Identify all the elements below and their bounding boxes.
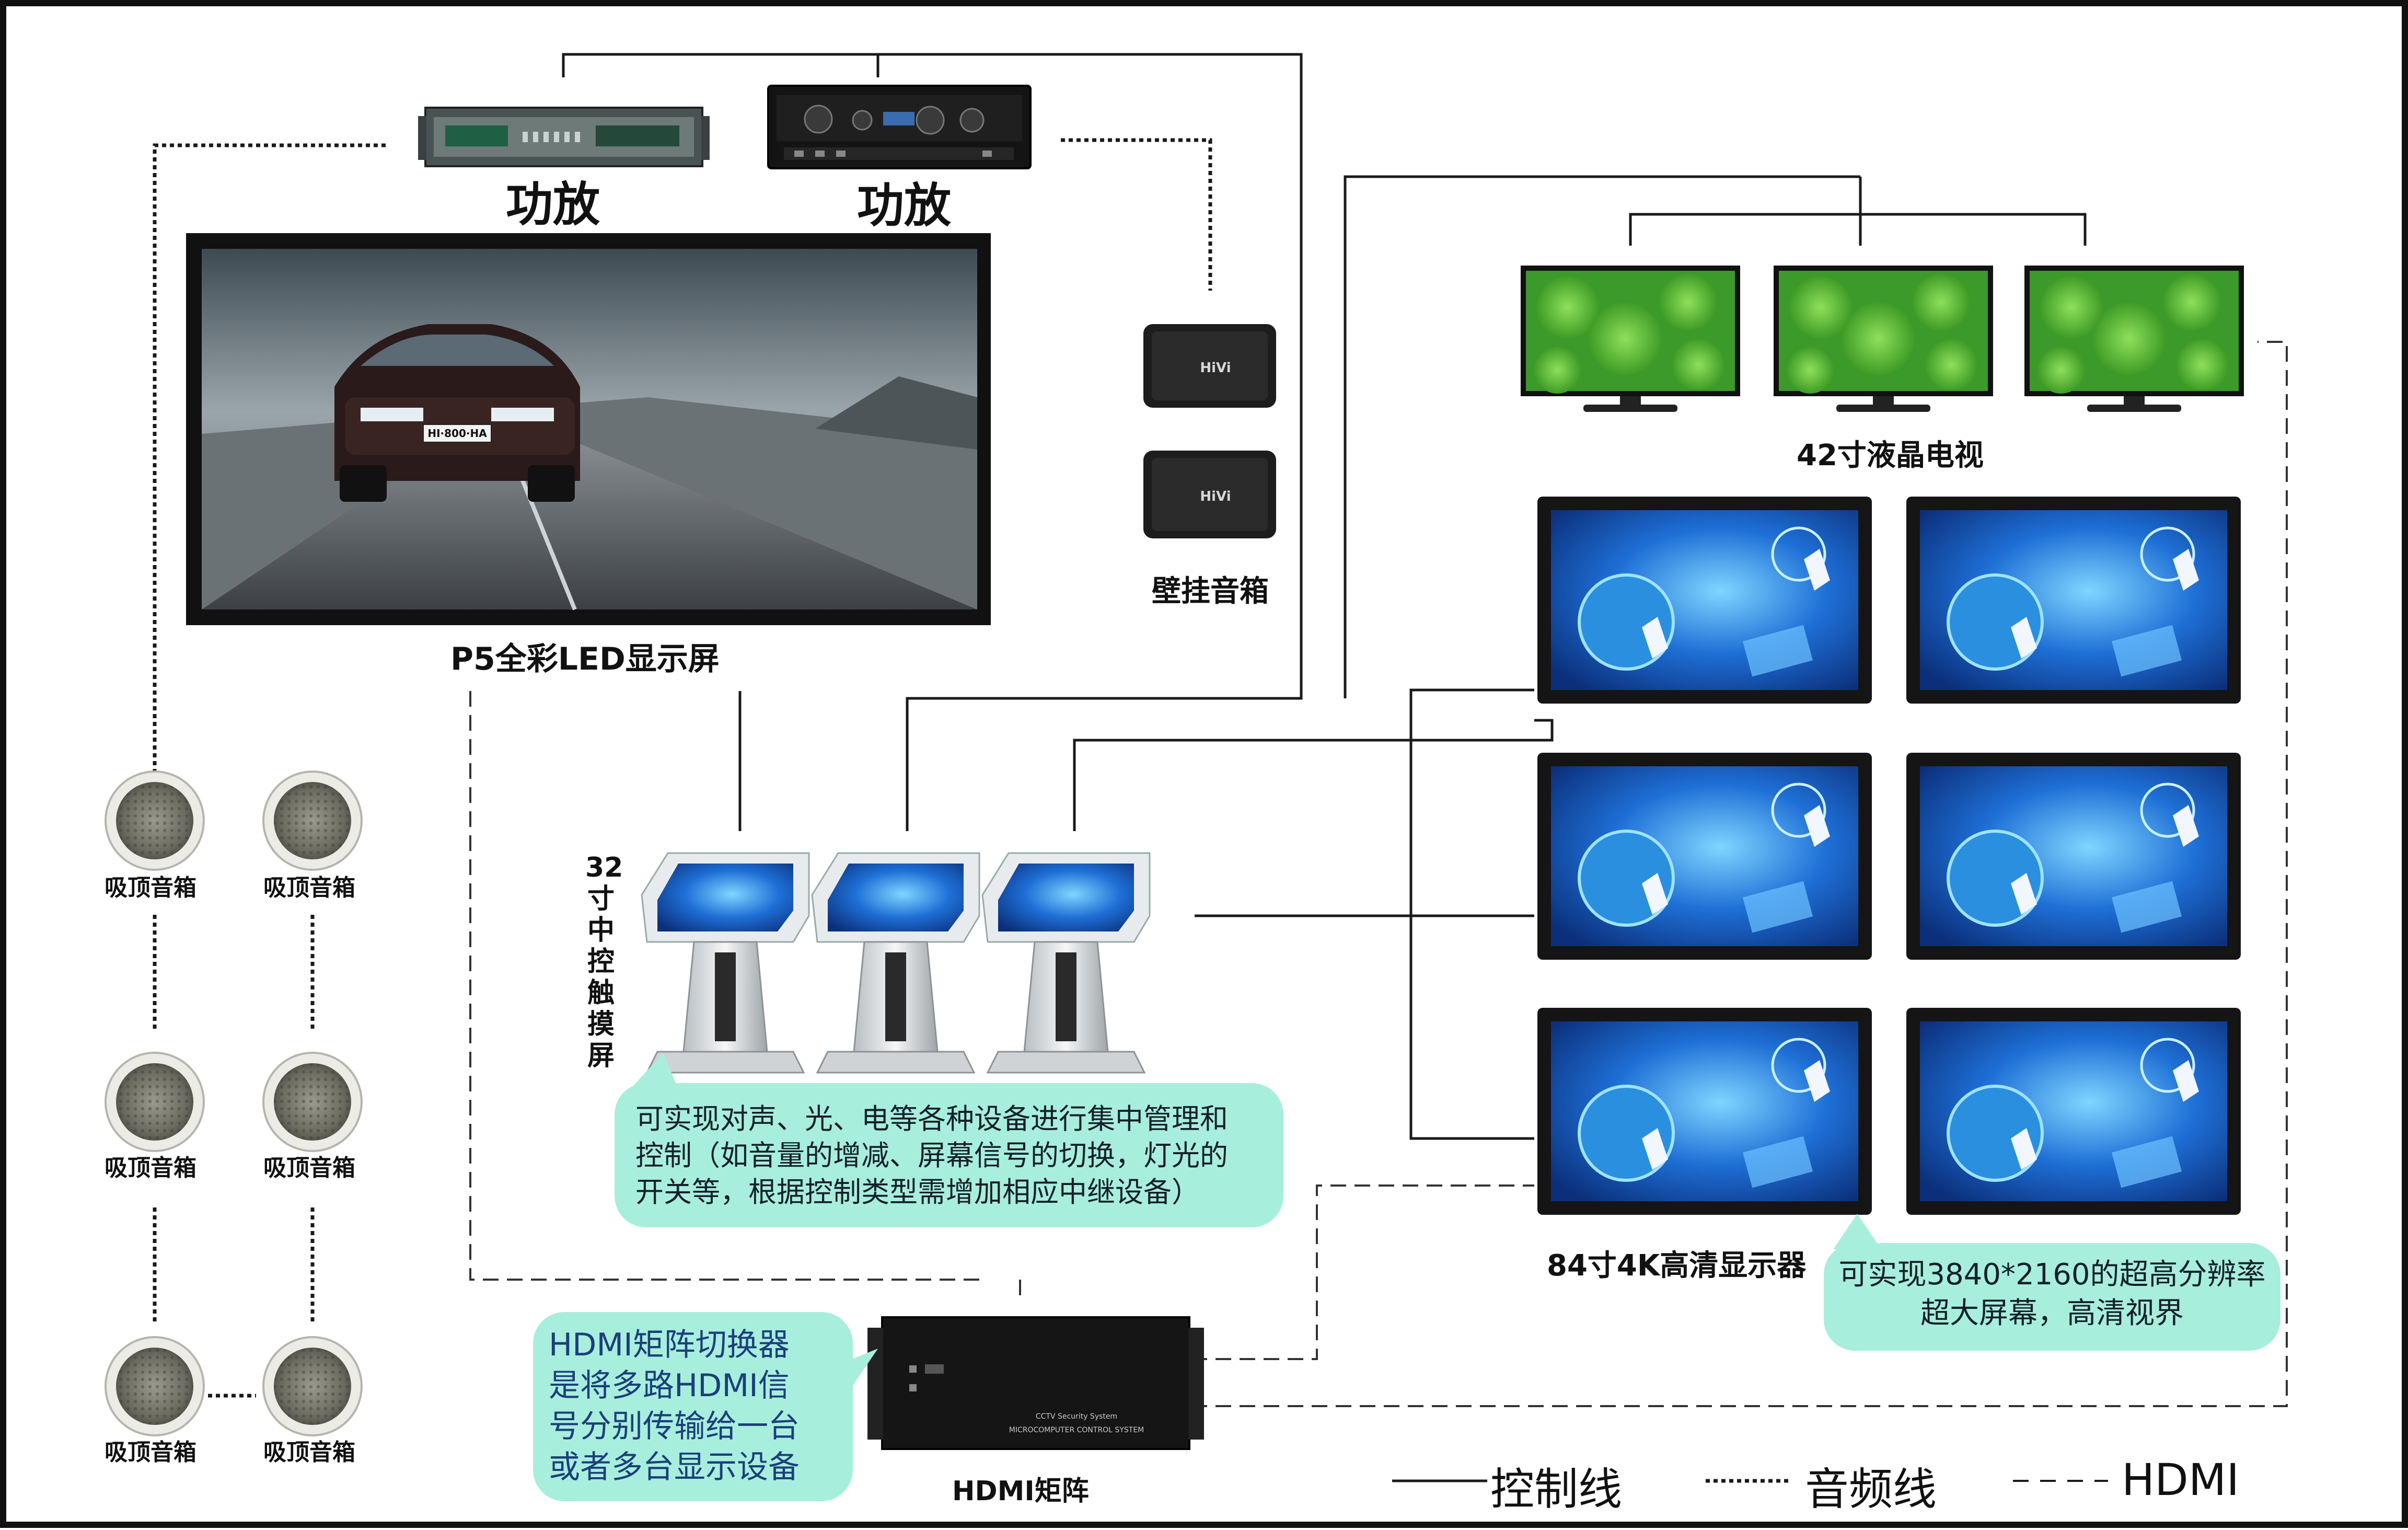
- legend-control-label: 控制线: [1490, 1464, 1623, 1515]
- hd-display: [1537, 497, 1872, 704]
- wall-speaker-brand: HiVi: [1200, 360, 1231, 376]
- amplifier-1-label: 功放: [506, 177, 600, 232]
- lcd-tv: [1774, 266, 1993, 412]
- touch-note-line: 可实现对声、光、电等各种设备进行集中管理和: [635, 1102, 1228, 1135]
- ceiling-speaker-label: 吸顶音箱: [263, 1155, 355, 1181]
- ceiling-speaker-label: 吸顶音箱: [105, 1155, 196, 1181]
- hd-display: [1537, 753, 1872, 960]
- display-note-line: 超大屏幕，高清视界: [1920, 1296, 2184, 1330]
- led-screen-label: P5全彩LED显示屏: [450, 641, 720, 677]
- ceiling-speaker-label: 吸顶音箱: [263, 875, 355, 901]
- ceiling-speaker: [105, 770, 205, 871]
- hdmi-matrix-device: CCTV Security System MICROCOMPUTER CONTR…: [867, 1316, 1204, 1450]
- matrix-panel-line-2: MICROCOMPUTER CONTROL SYSTEM: [1009, 1426, 1144, 1434]
- display-label: 84寸4K高清显示器: [1547, 1249, 1807, 1283]
- touch-kiosk: [641, 852, 810, 1074]
- ceiling-speaker: [105, 1052, 205, 1152]
- ceiling-speaker: [262, 1052, 363, 1152]
- car-plate: HI·800·HA: [427, 427, 487, 440]
- tv-label: 42寸液晶电视: [1797, 439, 1984, 473]
- hd-display: [1906, 497, 2241, 704]
- matrix-note-line: 是将多路HDMI信: [549, 1367, 790, 1404]
- display-note-tail: [1833, 1214, 1881, 1249]
- matrix-note-tail: [847, 1349, 878, 1395]
- amplifier-2-label: 功放: [857, 178, 951, 233]
- control-lines: [562, 53, 2087, 1140]
- amplifier-2: [767, 85, 1032, 169]
- wall-speaker-brand: HiVi: [1200, 489, 1231, 504]
- legend-audio-label: 音频线: [1805, 1464, 1937, 1515]
- touch-note-tail: [627, 1053, 679, 1092]
- ceiling-speaker: [262, 1336, 363, 1436]
- hdmi-matrix-note: HDMI矩阵切换器 是将多路HDMI信 号分别传输给一台 或者多台显示设备: [533, 1312, 853, 1501]
- touch-kiosk-group: [641, 852, 1151, 1074]
- matrix-note-line: HDMI矩阵切换器: [549, 1327, 790, 1363]
- matrix-panel-line-1: CCTV Security System: [1036, 1412, 1117, 1421]
- touch-kiosk: [981, 852, 1151, 1074]
- display-wall: [1537, 497, 2241, 1215]
- touch-screen-label: 32寸中控触摸屏: [585, 852, 623, 1072]
- car: HI·800·HA: [334, 324, 580, 502]
- display-resolution-note: 可实现3840*2160的超高分辨率 超大屏幕，高清视界: [1824, 1243, 2280, 1351]
- legend-hdmi-label: HDMI: [2122, 1454, 2240, 1505]
- lcd-tv: [2024, 266, 2244, 412]
- lcd-tv: [1521, 266, 1740, 412]
- amplifier-1: [418, 107, 710, 167]
- hdmi-lines: [469, 341, 2288, 1407]
- hd-display: [1537, 1008, 1872, 1215]
- touch-note-line: 控制（如音量的增减、屏幕信号的切换，灯光的: [635, 1139, 1228, 1172]
- matrix-note-line: 号分别传输给一台: [549, 1408, 800, 1445]
- matrix-label: HDMI矩阵: [952, 1476, 1089, 1507]
- ceiling-speaker-label: 吸顶音箱: [105, 875, 196, 901]
- audio-lines: [153, 138, 1212, 1398]
- hd-display: [1906, 1008, 2241, 1215]
- ceiling-speaker-label: 吸顶音箱: [105, 1439, 196, 1466]
- led-screen: HI·800·HA: [186, 233, 991, 625]
- ceiling-speaker-group: [105, 770, 363, 1436]
- touch-note-line: 开关等，根据控制类型需增加相应中继设备）: [635, 1176, 1200, 1209]
- wall-speaker-1: HiVi: [1143, 324, 1276, 408]
- ceiling-speaker: [262, 770, 363, 871]
- wall-speaker-2: HiVi: [1143, 451, 1276, 538]
- hd-display: [1906, 753, 2241, 960]
- ceiling-speaker-label: 吸顶音箱: [263, 1439, 355, 1466]
- ceiling-speaker: [105, 1336, 205, 1436]
- touch-kiosk: [811, 852, 980, 1074]
- matrix-note-line: 或者多台显示设备: [549, 1449, 800, 1486]
- lcd-tv-group: [1521, 266, 2244, 412]
- touch-control-note: 可实现对声、光、电等各种设备进行集中管理和 控制（如音量的增减、屏幕信号的切换，…: [615, 1083, 1283, 1227]
- display-note-line: 可实现3840*2160的超高分辨率: [1838, 1258, 2266, 1292]
- wall-speaker-label: 壁挂音箱: [1152, 574, 1269, 608]
